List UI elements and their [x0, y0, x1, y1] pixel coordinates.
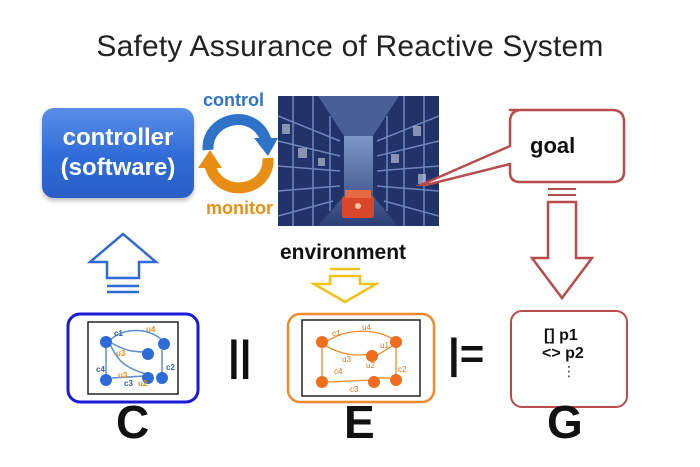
monitor-arrow-icon [204, 157, 274, 194]
warehouse-photo [278, 96, 439, 226]
letter-e: E [344, 396, 375, 448]
letter-c: C [116, 396, 150, 448]
e-node-c2-label: c2 [398, 365, 407, 374]
monitor-arrowhead-icon [198, 150, 222, 168]
c-edge-u2-label: u2 [138, 379, 148, 388]
control-monitor-loop [198, 114, 278, 194]
page-title: Safety Assurance of Reactive System [96, 30, 604, 63]
e-edge-u3-label: u3 [342, 355, 351, 364]
down-arrow-icon [310, 267, 380, 304]
goal-label: goal [530, 133, 576, 158]
parallel-operator: || [228, 332, 252, 379]
goal-spec-line1: [] p1 [544, 327, 578, 344]
environment-label: environment [280, 241, 407, 264]
up-arrow-icon [86, 232, 160, 294]
c-edge-u3-label: u3 [116, 349, 126, 358]
letter-g: G [547, 396, 583, 448]
e-node-c1-label: c1 [332, 329, 341, 338]
control-arrow-icon [202, 114, 272, 151]
e-node-c3-label: c3 [350, 385, 359, 394]
c-node-c1-label: c1 [114, 329, 123, 338]
goal-spec-ellipsis: ⋮ [562, 363, 576, 379]
controller-label-line1: controller [62, 124, 174, 151]
c-edge-u3b-label: u3 [118, 371, 128, 380]
c-edge-u4-label: u4 [146, 325, 156, 334]
goal-down-arrow-icon [530, 188, 594, 301]
c-node-c2-label: c2 [166, 363, 175, 372]
c-node-c4-label: c4 [96, 365, 105, 374]
e-edge-u2-label: u2 [366, 361, 375, 370]
e-node-c4-label: c4 [334, 367, 343, 376]
controller-model: c1 c2 c4 c3 u4 u3 u3 u2 [66, 312, 200, 404]
control-label: control [203, 90, 264, 110]
goal-spec-line2: <> p2 [542, 345, 584, 362]
control-arrowhead-icon [254, 138, 278, 156]
environment-model: c1 c2 c3 c4 u1 u2 u3 u4 [286, 312, 436, 404]
goal-callout [415, 108, 626, 186]
goal-spec-box: [] p1 <> p2 ⋮ [510, 310, 628, 408]
controller-label-line2: (software) [60, 154, 176, 181]
controller-box: controller (software) [42, 108, 194, 198]
monitor-label: monitor [206, 198, 273, 218]
e-edge-u1-label: u1 [380, 341, 389, 350]
e-edge-u4-label: u4 [362, 323, 371, 332]
c-node-c3-label: c3 [124, 379, 133, 388]
node-c1 [100, 336, 112, 348]
satisfies-operator: |= [448, 330, 485, 377]
